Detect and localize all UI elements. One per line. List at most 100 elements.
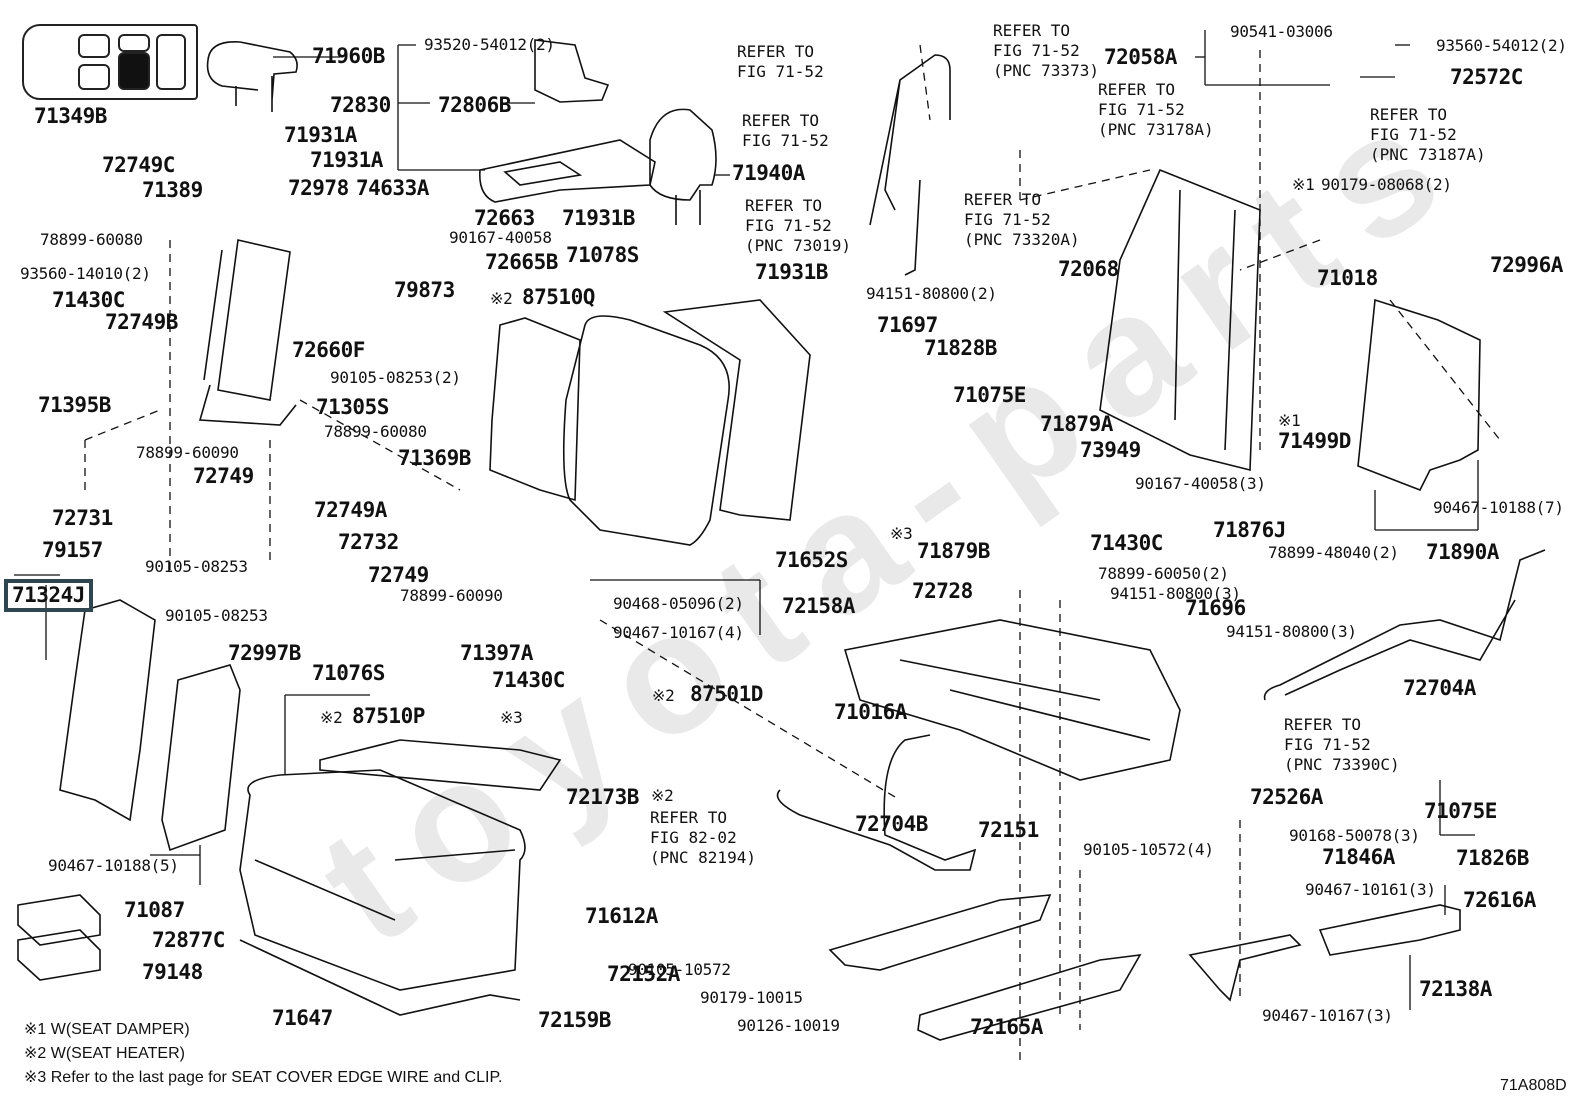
part-label[interactable]: 71879A xyxy=(1040,412,1113,436)
part-label[interactable]: 72572C xyxy=(1450,65,1523,89)
part-label[interactable]: 72660F xyxy=(292,338,365,362)
part-label[interactable]: 94151-80800(3) xyxy=(1110,584,1241,603)
part-label[interactable]: 90179-08068(2) xyxy=(1321,175,1452,194)
part-label[interactable]: 71397A xyxy=(460,641,533,665)
part-label[interactable]: 71016A xyxy=(834,700,907,724)
part-label[interactable]: 79148 xyxy=(142,960,203,984)
part-label[interactable]: 78899-60080 xyxy=(324,422,427,441)
part-label[interactable]: 72159B xyxy=(538,1008,611,1032)
part-label[interactable]: 87510P xyxy=(352,704,425,728)
part-label[interactable]: 78899-60090 xyxy=(136,443,239,462)
part-label[interactable]: 72173B xyxy=(566,785,639,809)
part-label[interactable]: 72806B xyxy=(438,93,511,117)
reference-note[interactable]: REFER TO FIG 71-52 (PNC 73019) xyxy=(745,196,851,255)
part-label[interactable]: 71430C xyxy=(52,288,125,312)
part-label[interactable]: 72704B xyxy=(855,812,928,836)
part-label[interactable]: 72665B xyxy=(485,250,558,274)
part-label[interactable]: 87501D xyxy=(690,682,763,706)
part-label[interactable]: 90467-10188(7) xyxy=(1433,498,1564,517)
part-label[interactable]: 90467-10167(4) xyxy=(613,623,744,642)
highlighted-part-label[interactable]: 71324J xyxy=(4,579,93,612)
part-label[interactable]: 72704A xyxy=(1403,676,1476,700)
part-label[interactable]: 71931A xyxy=(284,123,357,147)
part-label[interactable]: 72749A xyxy=(314,498,387,522)
part-label[interactable]: 90467-10161(3) xyxy=(1305,880,1436,899)
part-label[interactable]: 71395B xyxy=(38,393,111,417)
part-label[interactable]: 72165A xyxy=(970,1015,1043,1039)
part-label[interactable]: 93560-14010(2) xyxy=(20,264,151,283)
part-label[interactable]: 87510Q xyxy=(522,285,595,309)
part-label[interactable]: 90105-08253 xyxy=(145,557,248,576)
part-label[interactable]: 71499D xyxy=(1278,429,1351,453)
part-label[interactable]: 71305S xyxy=(316,395,389,419)
part-label[interactable]: 71931B xyxy=(562,206,635,230)
part-label[interactable]: 71647 xyxy=(272,1006,333,1030)
part-label[interactable]: 78899-48040(2) xyxy=(1268,543,1399,562)
part-label[interactable]: 71349B xyxy=(34,104,107,128)
reference-note[interactable]: REFER TO FIG 71-52 (PNC 73320A) xyxy=(964,190,1080,249)
part-label[interactable]: 72058A xyxy=(1104,45,1177,69)
part-label[interactable]: 71430C xyxy=(492,668,565,692)
part-label[interactable]: 71940A xyxy=(732,161,805,185)
part-label[interactable]: 90126-10019 xyxy=(737,1016,840,1035)
part-label[interactable]: 71931A xyxy=(310,148,383,172)
part-label[interactable]: 71846A xyxy=(1322,845,1395,869)
part-label[interactable]: 90105-08253 xyxy=(165,606,268,625)
part-label[interactable]: 72749B xyxy=(105,310,178,334)
part-label[interactable]: 72996A xyxy=(1490,253,1563,277)
reference-note[interactable]: REFER TO FIG 71-52 xyxy=(737,42,824,81)
part-label[interactable]: 90179-10015 xyxy=(700,988,803,1007)
part-label[interactable]: 71696 xyxy=(1185,596,1246,620)
part-label[interactable]: 78899-60090 xyxy=(400,586,503,605)
part-label[interactable]: 71076S xyxy=(312,661,385,685)
part-label[interactable]: 74633A xyxy=(356,176,429,200)
part-label[interactable]: 90467-10188(5) xyxy=(48,856,179,875)
part-label[interactable]: 72749 xyxy=(368,563,429,587)
part-label[interactable]: 71075E xyxy=(1424,799,1497,823)
part-label[interactable]: 72749 xyxy=(193,464,254,488)
part-label[interactable]: 71652S xyxy=(775,548,848,572)
part-label[interactable]: 71876J xyxy=(1213,518,1286,542)
reference-note[interactable]: REFER TO FIG 71-52 (PNC 73390C) xyxy=(1284,715,1400,774)
part-label[interactable]: 78899-60080 xyxy=(40,230,143,249)
part-label[interactable]: 79873 xyxy=(394,278,455,302)
reference-note[interactable]: REFER TO FIG 71-52 (PNC 73178A) xyxy=(1098,80,1214,139)
part-label[interactable]: 72152A xyxy=(607,962,680,986)
part-label[interactable]: 93560-54012(2) xyxy=(1436,36,1567,55)
part-label[interactable]: 73949 xyxy=(1080,438,1141,462)
part-label[interactable]: 72731 xyxy=(52,506,113,530)
part-label[interactable]: 90167-40058 xyxy=(449,228,552,247)
part-label[interactable]: 72732 xyxy=(338,530,399,554)
part-label[interactable]: 72728 xyxy=(912,579,973,603)
part-label[interactable]: 71087 xyxy=(124,898,185,922)
part-label[interactable]: 71960B xyxy=(312,44,385,68)
part-label[interactable]: 72068 xyxy=(1058,257,1119,281)
part-label[interactable]: 71697 xyxy=(877,313,938,337)
part-label[interactable]: 72749C xyxy=(102,153,175,177)
part-label[interactable]: 72663 xyxy=(474,206,535,230)
reference-note[interactable]: REFER TO FIG 71-52 (PNC 73187A) xyxy=(1370,105,1486,164)
part-label[interactable]: 71828B xyxy=(924,336,997,360)
part-label[interactable]: 72151 xyxy=(978,818,1039,842)
part-label[interactable]: 71612A xyxy=(585,904,658,928)
part-label[interactable]: 90541-03006 xyxy=(1230,22,1333,41)
part-label[interactable]: 71389 xyxy=(142,178,203,202)
part-label[interactable]: 79157 xyxy=(42,538,103,562)
part-label[interactable]: 94151-80800(2) xyxy=(866,284,997,303)
part-label[interactable]: 90168-50078(3) xyxy=(1289,826,1420,845)
part-label[interactable]: 93520-54012(2) xyxy=(424,35,555,54)
reference-note[interactable]: REFER TO FIG 71-52 xyxy=(742,111,829,150)
part-label[interactable]: 72877C xyxy=(152,928,225,952)
part-label[interactable]: 71826B xyxy=(1456,846,1529,870)
part-label[interactable]: 90105-08253(2) xyxy=(330,368,461,387)
part-label[interactable]: 71078S xyxy=(566,243,639,267)
part-label[interactable]: 72616A xyxy=(1463,888,1536,912)
part-label[interactable]: 71879B xyxy=(917,539,990,563)
part-label[interactable]: 71430C xyxy=(1090,531,1163,555)
part-label[interactable]: 72158A xyxy=(782,594,855,618)
part-label[interactable]: 72978 xyxy=(288,176,349,200)
part-label[interactable]: 72526A xyxy=(1250,785,1323,809)
reference-note[interactable]: REFER TO FIG 82-02 (PNC 82194) xyxy=(650,808,756,867)
part-label[interactable]: 71369B xyxy=(398,446,471,470)
part-label[interactable]: 71075E xyxy=(953,383,1026,407)
